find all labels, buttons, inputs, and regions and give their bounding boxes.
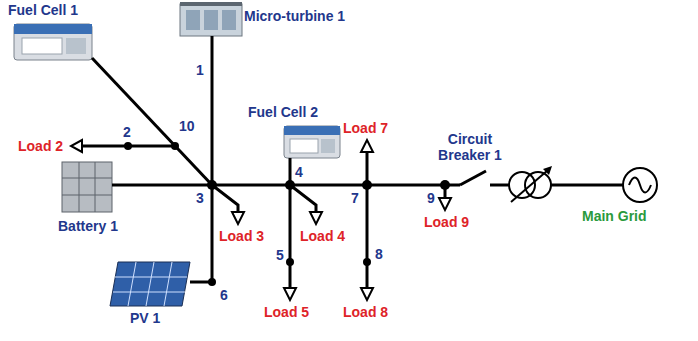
load-arrow (71, 140, 451, 300)
bus-number: 9 (427, 190, 435, 206)
device-node: PV 1 (108, 260, 192, 330)
load-label: Load 8 (343, 304, 388, 320)
bus-number: 1 (196, 62, 204, 78)
micro-turbine-picture (180, 2, 242, 36)
device-label: Main Grid (582, 208, 647, 224)
bus-number: 7 (351, 190, 359, 206)
bus-number: 5 (276, 247, 284, 263)
device-label: Fuel Cell 2 (248, 104, 318, 120)
load-label: Load 3 (219, 228, 264, 244)
bus-number: 4 (295, 164, 303, 180)
grid-source-symbol (623, 168, 657, 202)
battery-picture (62, 162, 112, 212)
bus-number: 10 (179, 118, 195, 134)
load-label: Load 2 (18, 138, 63, 154)
load-label: Load 5 (264, 304, 309, 320)
bus-number: 8 (375, 246, 383, 262)
device-label: Micro-turbine 1 (244, 8, 345, 24)
fuel-cell-picture (14, 24, 92, 60)
pv-panel-picture (110, 262, 190, 306)
bus-lines (82, 36, 623, 288)
device-label: Battery 1 (58, 218, 118, 234)
device-node: Main Grid (572, 164, 662, 228)
device-label: Fuel Cell 1 (8, 2, 78, 18)
load-label: Load 9 (424, 214, 469, 230)
bus-number: Circuit Breaker 1 (430, 131, 510, 163)
device-node: Fuel Cell 2 (248, 102, 344, 160)
device-node: Micro-turbine 1 (176, 0, 348, 38)
bus-number: 2 (123, 124, 131, 140)
load-label: Load 7 (343, 120, 388, 136)
transformer-symbol (509, 170, 551, 202)
bus-number: 3 (196, 190, 204, 206)
bus-dot (124, 142, 450, 286)
tap-arrowhead (543, 166, 552, 175)
device-node: Fuel Cell 1 (6, 0, 106, 64)
device-node: Battery 1 (54, 160, 130, 238)
device-label: PV 1 (130, 310, 160, 326)
bus-number: 6 (220, 287, 228, 303)
fuel-cell-picture (284, 126, 340, 158)
load-label: Load 4 (300, 228, 345, 244)
